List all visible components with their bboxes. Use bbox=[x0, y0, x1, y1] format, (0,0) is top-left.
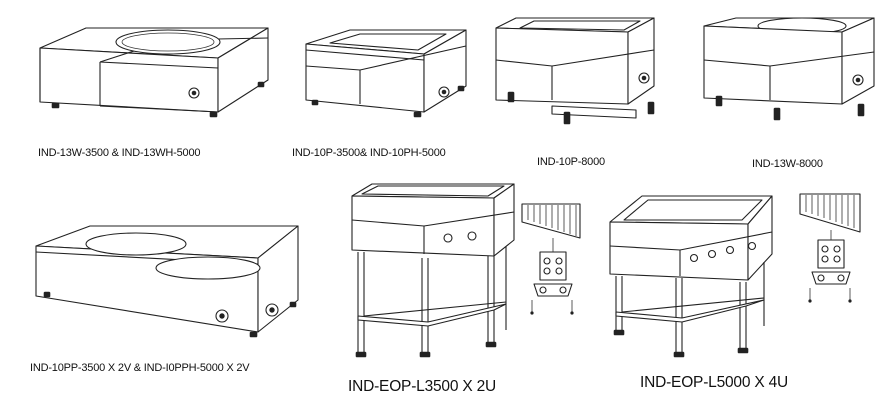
caption-ind-eop-l5000: IND-EOP-L5000 X 4U bbox=[640, 374, 789, 391]
detail-bracket-a bbox=[521, 203, 581, 315]
caption-ind-13w-8000: IND-13W-8000 bbox=[752, 158, 823, 170]
caption-ind-13w-13wh: IND-13W-3500 & IND-13WH-5000 bbox=[38, 147, 201, 159]
wok-unit-13w-8000 bbox=[703, 17, 875, 121]
floor-stand-unit-eop-l3500 bbox=[351, 183, 515, 358]
caption-ind-10p-10ph: IND-10P-3500& IND-10PH-5000 bbox=[292, 147, 446, 159]
double-hob-unit-10pp bbox=[35, 225, 299, 338]
caption-ind-eop-l3500: IND-EOP-L3500 X 2U bbox=[348, 378, 497, 395]
detail-bracket-b bbox=[799, 193, 861, 303]
floor-stand-unit-eop-l5000 bbox=[609, 195, 773, 358]
flat-countertop-unit-10p bbox=[305, 29, 467, 118]
wok-countertop-unit-13w bbox=[39, 27, 269, 118]
flat-unit-10p-8000 bbox=[495, 17, 655, 125]
caption-ind-10pp: IND-10PP-3500 X 2V & IND-I0PPH-5000 X 2V bbox=[30, 362, 250, 374]
caption-ind-10p-8000: IND-10P-8000 bbox=[537, 156, 605, 168]
